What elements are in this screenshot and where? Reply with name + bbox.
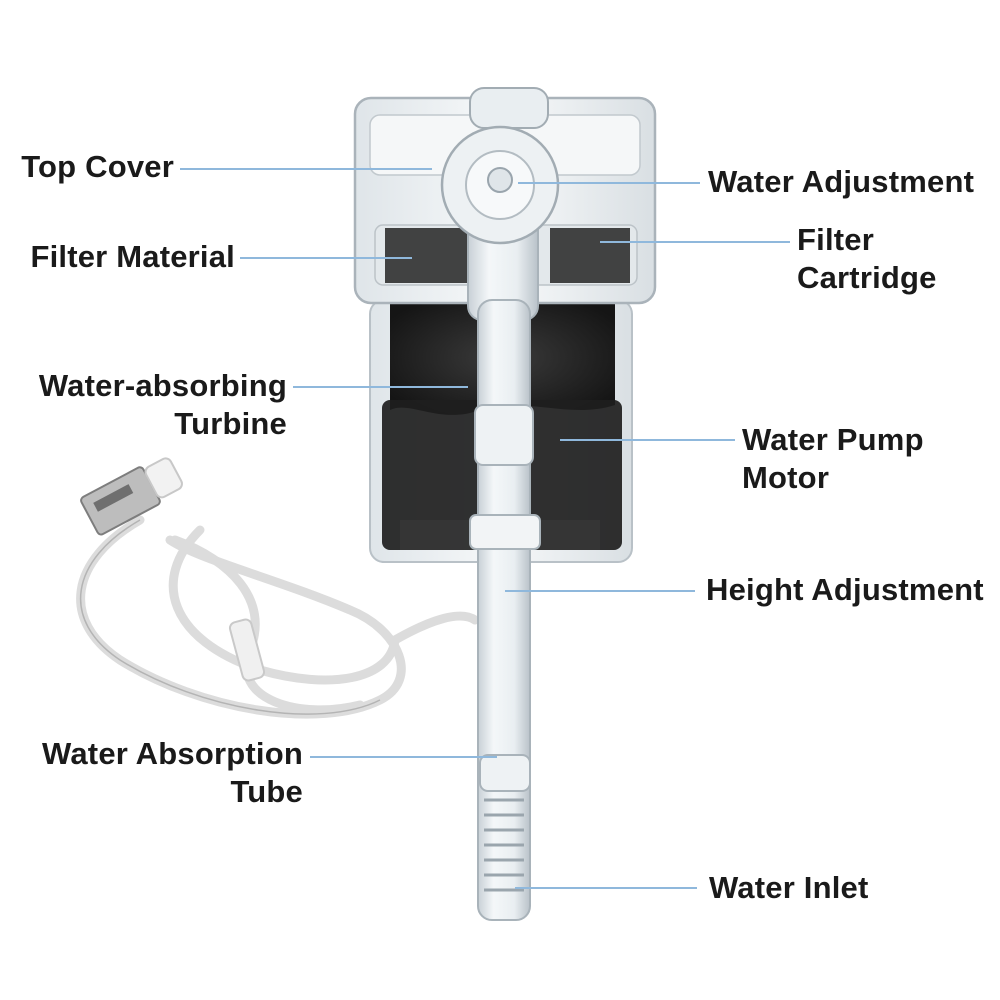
label-filter-material-text: Filter Material <box>30 239 235 274</box>
label-water-inlet: Water Inlet <box>709 869 869 907</box>
label-filter-material: Filter Material <box>20 238 235 276</box>
label-absorption-tube-line2: Tube <box>230 774 303 809</box>
label-water-inlet-text: Water Inlet <box>709 870 869 905</box>
label-turbine-line1: Water-absorbing <box>38 368 287 403</box>
label-water-absorption-tube: Water Absorption Tube <box>20 735 303 811</box>
label-water-pump-motor-line1: Water Pump <box>742 422 924 457</box>
label-height-adjustment-text: Height Adjustment <box>706 572 984 607</box>
label-water-pump-motor: Water Pump Motor <box>742 421 924 497</box>
label-filter-cartridge: Filter Cartridge <box>797 221 937 297</box>
cable-tie <box>228 618 266 682</box>
adjustment-valve <box>440 87 560 245</box>
label-water-absorbing-turbine: Water-absorbing Turbine <box>20 367 287 443</box>
label-top-cover: Top Cover <box>20 148 174 186</box>
label-water-pump-motor-line2: Motor <box>742 460 830 495</box>
label-height-adjustment: Height Adjustment <box>706 571 984 609</box>
label-filter-cartridge-line1: Filter <box>797 222 874 257</box>
leader-lines <box>180 168 790 889</box>
label-filter-cartridge-line2: Cartridge <box>797 260 937 295</box>
label-water-adjustment: Water Adjustment <box>708 163 974 201</box>
label-turbine-line2: Turbine <box>174 406 287 441</box>
label-absorption-tube-line1: Water Absorption <box>42 736 303 771</box>
label-water-adjustment-text: Water Adjustment <box>708 164 975 199</box>
absorption-tube <box>467 159 541 921</box>
usb-plug <box>80 457 183 536</box>
label-top-cover-text: Top Cover <box>21 149 174 184</box>
